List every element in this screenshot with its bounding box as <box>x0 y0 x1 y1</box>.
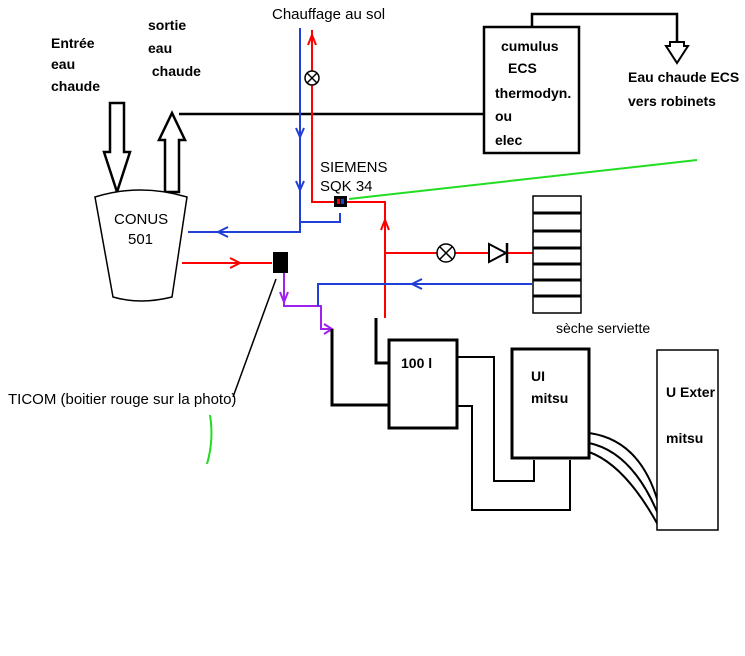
towel-return-pipe <box>317 283 532 306</box>
tank-feed-pipe-2 <box>374 318 389 365</box>
inlet-arrow <box>102 101 132 197</box>
ui-label-2: mitsu <box>531 390 568 406</box>
cumulus-label-3: thermodyn. <box>495 85 571 101</box>
ticom-label: TICOM (boitier rouge sur la photo) <box>8 391 236 408</box>
conus-label-2: 501 <box>128 231 153 248</box>
cumulus-label-2: ECS <box>508 60 537 76</box>
conus-return-pipe <box>188 222 301 233</box>
cumulus-tank <box>482 25 581 155</box>
tank-ui-pipe-2 <box>457 405 571 511</box>
towel-dryer-label: sèche serviette <box>556 320 650 336</box>
green-signal-line-2 <box>206 414 213 465</box>
floor-heating-label: Chauffage au sol <box>272 6 385 23</box>
ui-label-1: UI <box>531 368 545 384</box>
ecs-output-pipe <box>530 12 679 42</box>
mix-pipe <box>283 273 332 330</box>
ecs-label-2: vers robinets <box>628 93 716 109</box>
supply-arrow <box>307 32 317 46</box>
towel-pump-icon <box>436 243 456 263</box>
return-arrow-1 <box>295 127 305 140</box>
refrigerant-line-3 <box>588 451 659 526</box>
cumulus-label-4: ou <box>495 108 512 124</box>
siemens-label-1: SIEMENS <box>320 159 388 176</box>
refrigerant-line-1 <box>588 432 659 503</box>
cumulus-label-1: cumulus <box>501 38 559 54</box>
tank-ui-pipe-1 <box>457 356 535 482</box>
outdoor-unit-mitsu <box>656 349 719 531</box>
conus-501-tank <box>94 189 188 302</box>
floor-supply-pipe <box>311 30 334 203</box>
ecs-output-arrow <box>664 41 690 65</box>
buffer-tank-100l <box>387 338 459 430</box>
tank-label: 100 l <box>401 355 432 371</box>
outlet-arrow <box>157 110 187 194</box>
conus-supply-arrow <box>229 257 243 269</box>
floor-return-pipe <box>299 28 341 223</box>
cumulus-label-5: elec <box>495 132 522 148</box>
indoor-unit-mitsu <box>510 347 591 460</box>
uext-label-2: mitsu <box>666 430 703 446</box>
towel-dryer-radiator <box>532 195 582 314</box>
ticom-box <box>273 252 288 273</box>
siemens-label-2: SQK 34 <box>320 178 373 195</box>
ecs-label-1: Eau chaude ECS <box>628 69 739 85</box>
inlet-label-3: chaude <box>51 78 100 94</box>
inlet-label-1: Entrée <box>51 35 95 51</box>
uext-label-1: U Exter <box>666 384 716 400</box>
towel-return-arrow <box>409 278 423 290</box>
towel-supply-arrow <box>380 217 390 231</box>
check-valve-icon <box>488 242 509 264</box>
green-signal-line <box>348 159 698 200</box>
towel-supply-pipe <box>347 201 533 318</box>
refrigerant-line-2 <box>588 442 659 515</box>
inlet-label-2: eau <box>51 56 75 72</box>
floor-pump-icon <box>304 70 320 86</box>
tank-feed-pipe-1 <box>330 329 389 407</box>
conus-return-arrow <box>215 226 229 238</box>
mix-arrow-1 <box>279 291 289 305</box>
ticom-pointer-line <box>232 278 277 398</box>
outlet-label-1: sortie <box>148 17 186 33</box>
outlet-label-2: eau <box>148 40 172 56</box>
siemens-valve-icon <box>334 196 347 207</box>
conus-label-1: CONUS <box>114 211 168 228</box>
return-arrow-2 <box>295 180 305 193</box>
outlet-label-3: chaude <box>148 63 201 79</box>
